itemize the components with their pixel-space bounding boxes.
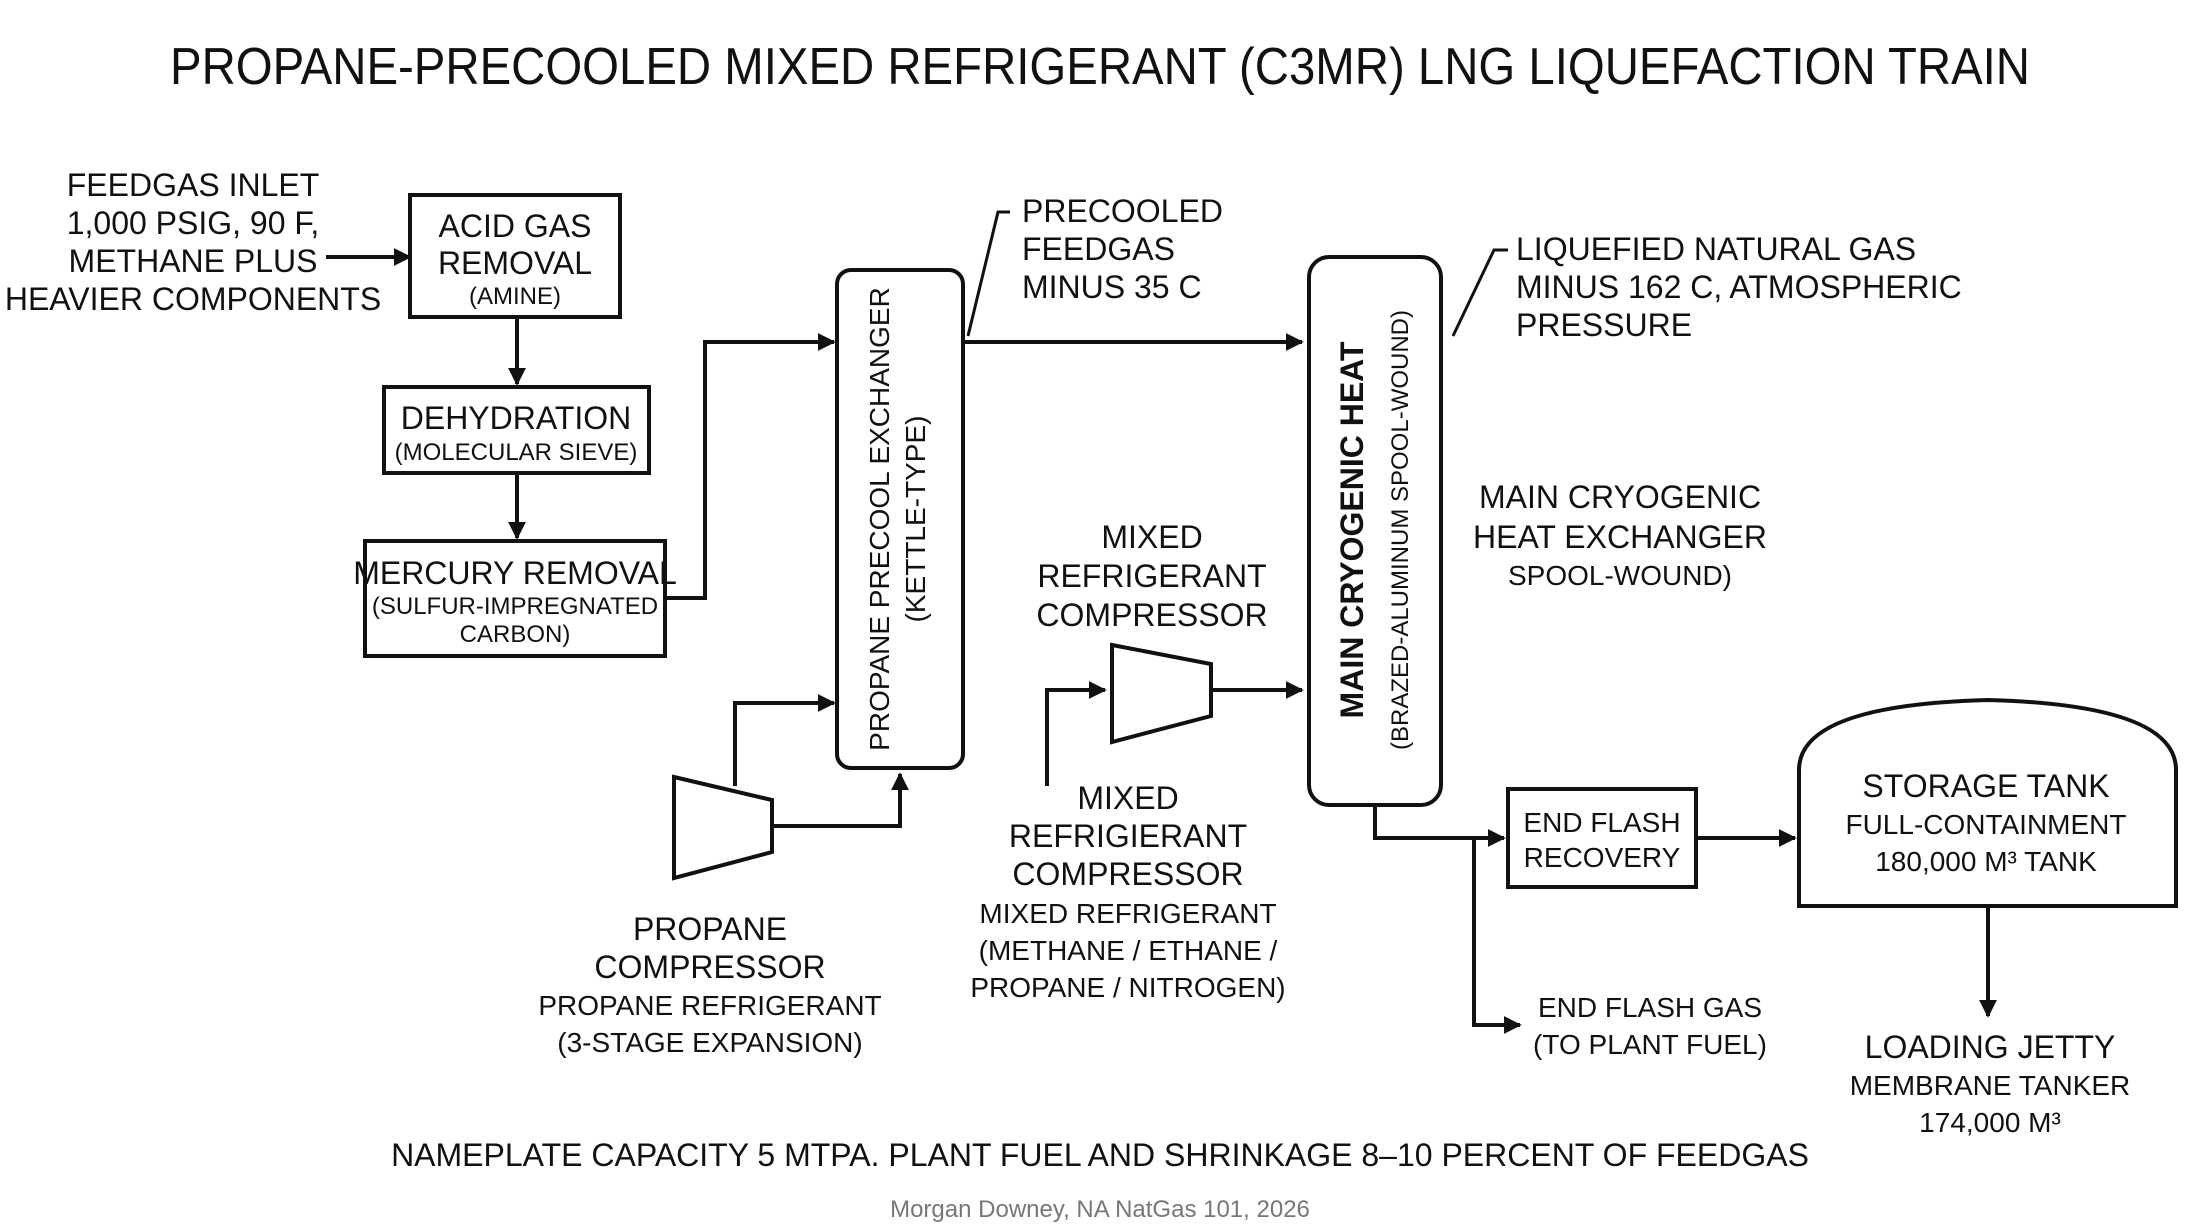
feedgas-line-1: FEEDGAS INLET bbox=[67, 167, 320, 203]
lng-product-label: LIQUEFIED NATURAL GAS MINUS 162 C, ATMOS… bbox=[1516, 231, 1962, 343]
acid-gas-removal-unit: ACID GAS REMOVAL (AMINE) bbox=[408, 193, 622, 319]
credit: Morgan Downey, NA NatGas 101, 2026 bbox=[890, 1196, 1310, 1223]
flow-mercury-to-precool bbox=[665, 333, 836, 600]
end-flash-recovery-box bbox=[1506, 787, 1698, 889]
end-flash-line-2: RECOVERY bbox=[1524, 842, 1681, 873]
storage-tank: STORAGE TANK FULL-CONTAINMENT 180,000 M³… bbox=[1797, 697, 2178, 908]
lng-line-2: MINUS 162 C, ATMOSPHERIC bbox=[1516, 269, 1962, 305]
flow-propane-compressor-to-precool-top bbox=[733, 694, 836, 786]
loading-jetty-line-3: 174,000 M³ bbox=[1919, 1107, 2061, 1138]
dehydration-unit: DEHYDRATION (MOLECULAR SIEVE) bbox=[382, 385, 651, 475]
mr-compressor-bottom-line-2: REFRIGIERANT bbox=[1009, 818, 1247, 854]
propane-precool-exchanger: PROPANE PRECOOL EXCHANGER (KETTLE-TYPE) bbox=[835, 268, 965, 770]
end-flash-gas-line-1: END FLASH GAS bbox=[1538, 992, 1762, 1023]
precool-exchanger-line-2: (KETTLE-TYPE) bbox=[900, 416, 931, 623]
feedgas-line-2: 1,000 PSIG, 90 F, bbox=[67, 205, 320, 241]
loading-jetty-line-2: MEMBRANE TANKER bbox=[1850, 1070, 2131, 1101]
end-flash-gas-line-2: (TO PLANT FUEL) bbox=[1533, 1029, 1767, 1060]
dehydration-line-1: DEHYDRATION bbox=[401, 400, 632, 436]
feedgas-line-4: HEAVIER COMPONENTS bbox=[5, 281, 381, 317]
mixed-refrigerant-compressor: MIXED REFRIGERANT COMPRESSOR MIXED REFRI… bbox=[970, 519, 1285, 1003]
acid-gas-removal-box bbox=[408, 193, 622, 319]
precool-exchanger-vessel bbox=[835, 268, 965, 770]
mche-label-line-2: HEAT EXCHANGER bbox=[1473, 519, 1767, 555]
mche-label-line-3: SPOOL-WOUND) bbox=[1508, 560, 1732, 591]
dehydration-line-2: (MOLECULAR SIEVE) bbox=[395, 439, 638, 466]
mche-line-1: MAIN CRYOGENIC HEAT bbox=[1334, 341, 1370, 718]
mr-compressor-bottom-line-1: MIXED bbox=[1077, 780, 1178, 816]
mercury-line-3: CARBON) bbox=[460, 621, 571, 648]
propane-compressor-line-1: PROPANE bbox=[633, 911, 787, 947]
mr-compressor-bottom-line-5: (METHANE / ETHANE / bbox=[979, 935, 1278, 966]
storage-tank-line-1: STORAGE TANK bbox=[1862, 768, 2109, 804]
mche-line-2: (BRAZED-ALUMINUM SPOOL-WOUND) bbox=[1387, 310, 1414, 750]
flow-lines bbox=[326, 210, 1997, 1034]
mr-compressor-bottom-line-4: MIXED REFRIGERANT bbox=[979, 898, 1276, 929]
end-flash-line-1: END FLASH bbox=[1523, 807, 1680, 838]
lng-line-1: LIQUEFIED NATURAL GAS bbox=[1516, 231, 1916, 267]
storage-tank-line-3: 180,000 M³ TANK bbox=[1875, 846, 2097, 877]
leader-precooled-feedgas bbox=[966, 210, 1010, 337]
precooled-line-2: FEEDGAS bbox=[1022, 231, 1175, 267]
propane-compressor-line-4: (3-STAGE EXPANSION) bbox=[557, 1027, 862, 1058]
mche-vessel bbox=[1307, 255, 1443, 807]
feedgas-line-3: METHANE PLUS bbox=[69, 243, 318, 279]
dehydration-box bbox=[382, 385, 651, 475]
acid-gas-line-1: ACID GAS bbox=[439, 208, 592, 244]
end-flash-recovery-unit: END FLASH RECOVERY bbox=[1506, 787, 1698, 889]
loading-jetty-line-1: LOADING JETTY bbox=[1865, 1029, 2116, 1065]
mr-compressor-bottom-line-6: PROPANE / NITROGEN) bbox=[970, 972, 1285, 1003]
flow-mr-suction-to-compressor bbox=[1045, 681, 1107, 786]
propane-compressor-symbol bbox=[672, 774, 774, 881]
precooled-feedgas-label: PRECOOLED FEEDGAS MINUS 35 C bbox=[1022, 193, 1223, 305]
mercury-removal-box bbox=[363, 539, 667, 658]
precooled-line-3: MINUS 35 C bbox=[1022, 269, 1202, 305]
propane-compressor-line-3: PROPANE REFRIGERANT bbox=[538, 990, 881, 1021]
lng-line-3: PRESSURE bbox=[1516, 307, 1692, 343]
mr-compressor-top-line-1: MIXED bbox=[1101, 519, 1202, 555]
propane-compressor: PROPANE COMPRESSOR PROPANE REFRIGERANT (… bbox=[538, 774, 882, 1058]
mercury-removal-unit: MERCURY REMOVAL (SULFUR-IMPREGNATED CARB… bbox=[353, 539, 677, 658]
footnote: NAMEPLATE CAPACITY 5 MTPA. PLANT FUEL AN… bbox=[391, 1137, 1809, 1173]
storage-tank-shape bbox=[1797, 697, 2178, 908]
mercury-line-2: (SULFUR-IMPREGNATED bbox=[372, 593, 658, 620]
feedgas-inlet-label: FEEDGAS INLET 1,000 PSIG, 90 F, METHANE … bbox=[5, 167, 381, 317]
mr-compressor-top-line-2: REFRIGERANT bbox=[1037, 558, 1266, 594]
main-cryogenic-heat-exchanger: MAIN CRYOGENIC HEAT (BRAZED-ALUMINUM SPO… bbox=[1307, 255, 1443, 807]
mche-label-line-1: MAIN CRYOGENIC bbox=[1479, 479, 1761, 515]
mr-compressor-bottom-line-3: COMPRESSOR bbox=[1012, 856, 1243, 892]
flow-end-flash-gas-branch bbox=[1472, 838, 1522, 1034]
precooled-line-1: PRECOOLED bbox=[1022, 193, 1223, 229]
mr-compressor-symbol bbox=[1110, 642, 1213, 745]
storage-tank-line-2: FULL-CONTAINMENT bbox=[1845, 809, 2126, 840]
loading-jetty-label: LOADING JETTY MEMBRANE TANKER 174,000 M³ bbox=[1850, 1029, 2131, 1138]
end-flash-gas-label: END FLASH GAS (TO PLANT FUEL) bbox=[1533, 992, 1767, 1060]
mercury-line-1: MERCURY REMOVAL bbox=[353, 555, 677, 591]
acid-gas-line-3: (AMINE) bbox=[469, 283, 561, 310]
acid-gas-line-2: REMOVAL bbox=[438, 245, 592, 281]
precool-exchanger-line-1: PROPANE PRECOOL EXCHANGER bbox=[864, 287, 895, 751]
mche-side-label: MAIN CRYOGENIC HEAT EXCHANGER SPOOL-WOUN… bbox=[1473, 479, 1767, 591]
flow-propane-compressor-to-precool-bottom bbox=[772, 772, 909, 828]
mr-compressor-top-line-3: COMPRESSOR bbox=[1036, 597, 1267, 633]
propane-compressor-line-2: COMPRESSOR bbox=[594, 949, 825, 985]
flow-mche-to-end-flash bbox=[1373, 806, 1506, 847]
diagram-title: PROPANE-PRECOOLED MIXED REFRIGERANT (C3M… bbox=[170, 38, 2030, 96]
leader-lng bbox=[1451, 248, 1508, 337]
